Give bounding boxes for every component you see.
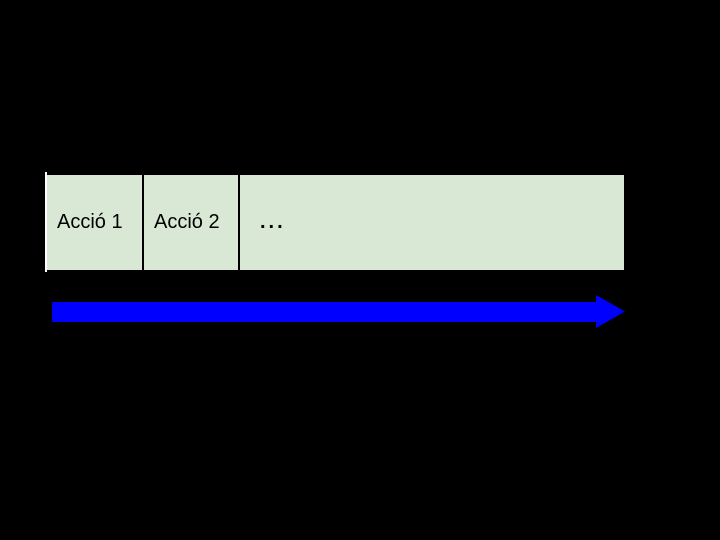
actions-table: Acció 1 Acció 2 ... xyxy=(47,175,624,270)
table-cell-accio-1: Acció 1 xyxy=(47,175,144,270)
arrow-head-icon xyxy=(596,295,625,328)
table-cell-accio-2: Acció 2 xyxy=(144,175,240,270)
table-cell-label: Acció 2 xyxy=(154,211,220,233)
ellipsis-label: ... xyxy=(260,211,286,233)
table-cell-ellipsis: ... xyxy=(240,175,624,270)
table-left-edge-line xyxy=(45,172,47,272)
arrow-shaft xyxy=(52,302,598,322)
timeline-arrow xyxy=(52,295,625,328)
table-cell-label: Acció 1 xyxy=(57,211,123,233)
